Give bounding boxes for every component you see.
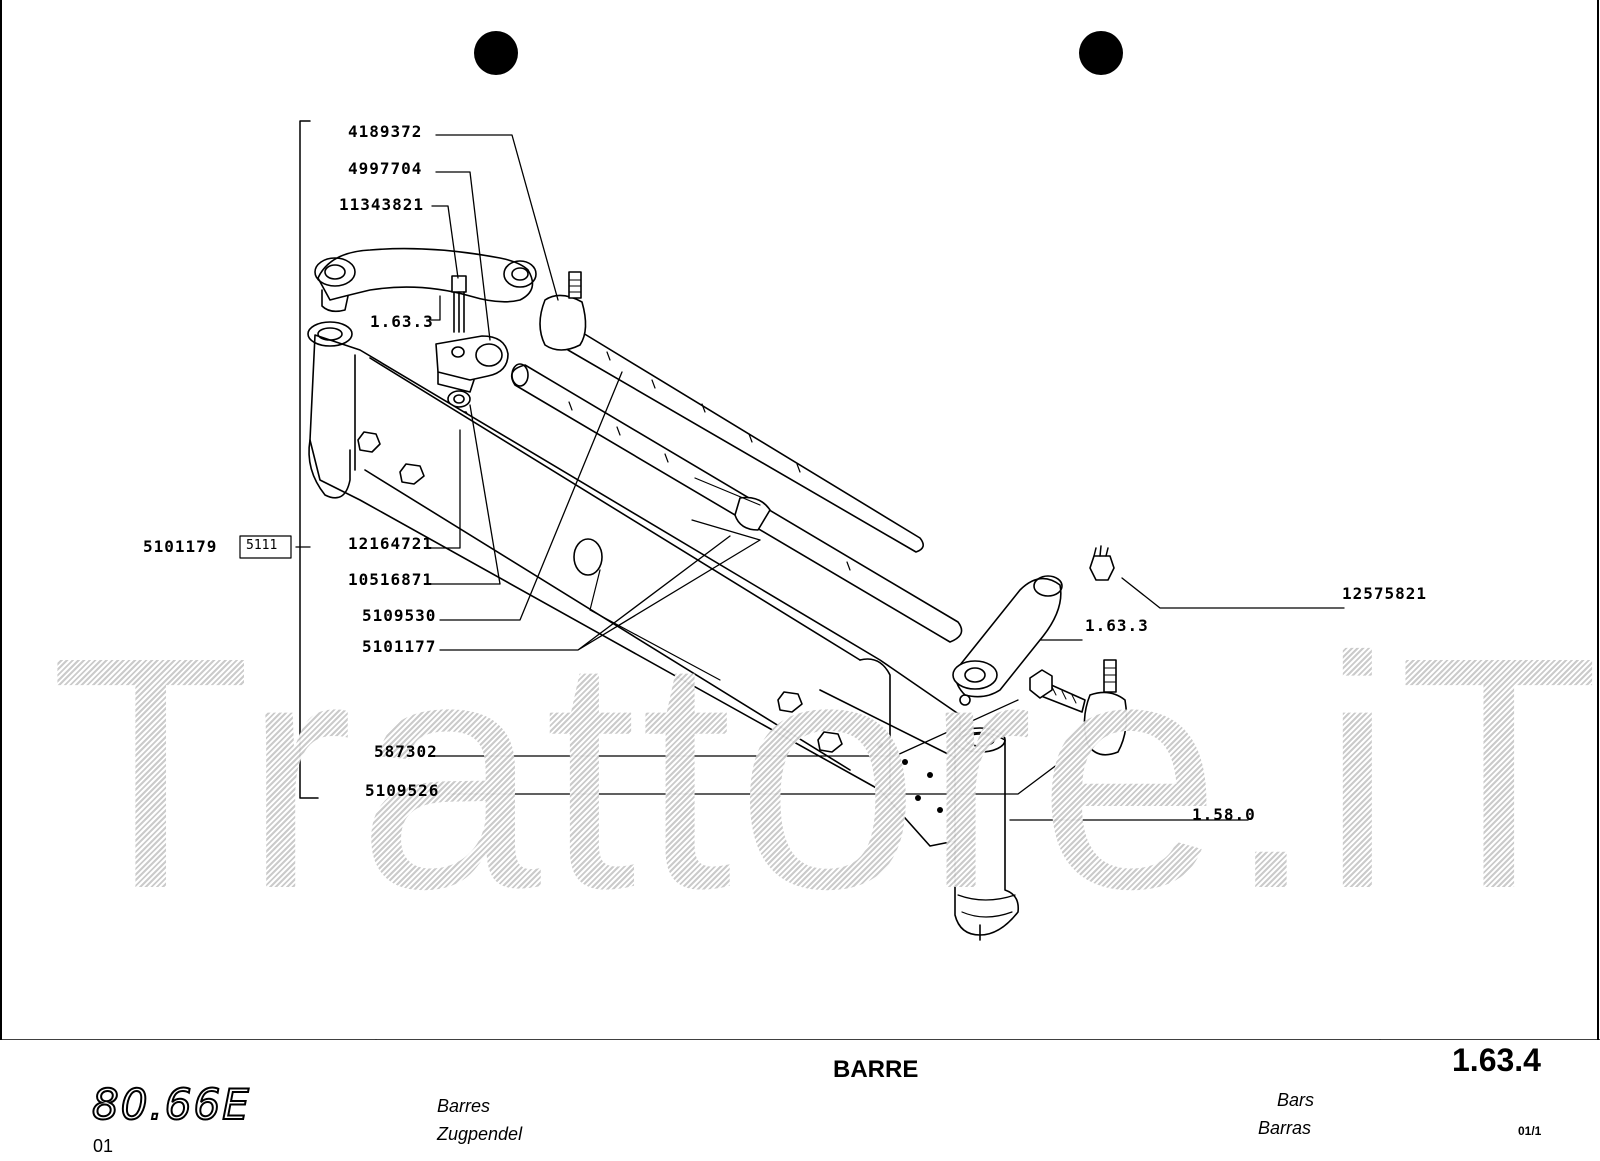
group-code-5111: 5111 — [246, 538, 278, 553]
steering-arm-right — [952, 575, 1063, 706]
title-block-frame — [0, 0, 1600, 1040]
part-label-4189372: 4189372 — [348, 122, 423, 141]
part-label-5109530: 5109530 — [362, 606, 437, 625]
group-code-box — [239, 535, 292, 559]
tie-rod-end-right — [1029, 659, 1128, 756]
page-number: 1.63.4 — [1452, 1042, 1541, 1078]
part-label-4997704: 4997704 — [348, 159, 423, 178]
part-label-1-63-3-upper: 1.63.3 — [370, 312, 434, 331]
part-label-587302: 587302 — [374, 742, 438, 761]
title-german: Zugpendel — [437, 1124, 523, 1144]
castle-nut — [1089, 545, 1115, 581]
title-spanish: Barras — [1258, 1118, 1312, 1138]
kingpin-stub — [954, 727, 1020, 941]
part-label-10516871: 10516871 — [348, 570, 434, 589]
assembly-bracket — [299, 120, 319, 799]
model-sub-code: 01 — [93, 1136, 114, 1156]
bolt — [451, 275, 467, 333]
clamp — [435, 335, 509, 393]
leader-lines — [295, 134, 1345, 821]
part-label-5109526: 5109526 — [365, 781, 440, 800]
axle-nuts — [357, 431, 843, 753]
tie-rod-upper — [539, 271, 924, 553]
part-label-1-58-0: 1.58.0 — [1192, 805, 1256, 824]
part-label-5101177: 5101177 — [362, 637, 437, 656]
model-number: 80.66E — [91, 1079, 251, 1130]
title-italian: BARRE — [833, 1056, 919, 1083]
title-english: Bars — [1277, 1090, 1315, 1110]
punch-hole-left — [474, 31, 518, 75]
punch-hole-right — [1079, 31, 1123, 75]
part-label-11343821: 11343821 — [339, 195, 425, 214]
tie-rod-lower — [510, 363, 963, 643]
washer — [447, 390, 471, 408]
sheet-number: 01/1 — [1518, 1124, 1542, 1138]
steering-arm-left — [314, 247, 537, 313]
part-label-12164721: 12164721 — [348, 534, 434, 553]
part-label-1-63-3-lower: 1.63.3 — [1085, 616, 1149, 635]
front-axle-beam — [307, 321, 961, 847]
title-french: Barres — [437, 1096, 491, 1116]
exploded-parts-diagram — [0, 0, 1600, 1040]
part-label-5101179: 5101179 — [143, 537, 218, 556]
part-label-12575821: 12575821 — [1342, 584, 1428, 603]
